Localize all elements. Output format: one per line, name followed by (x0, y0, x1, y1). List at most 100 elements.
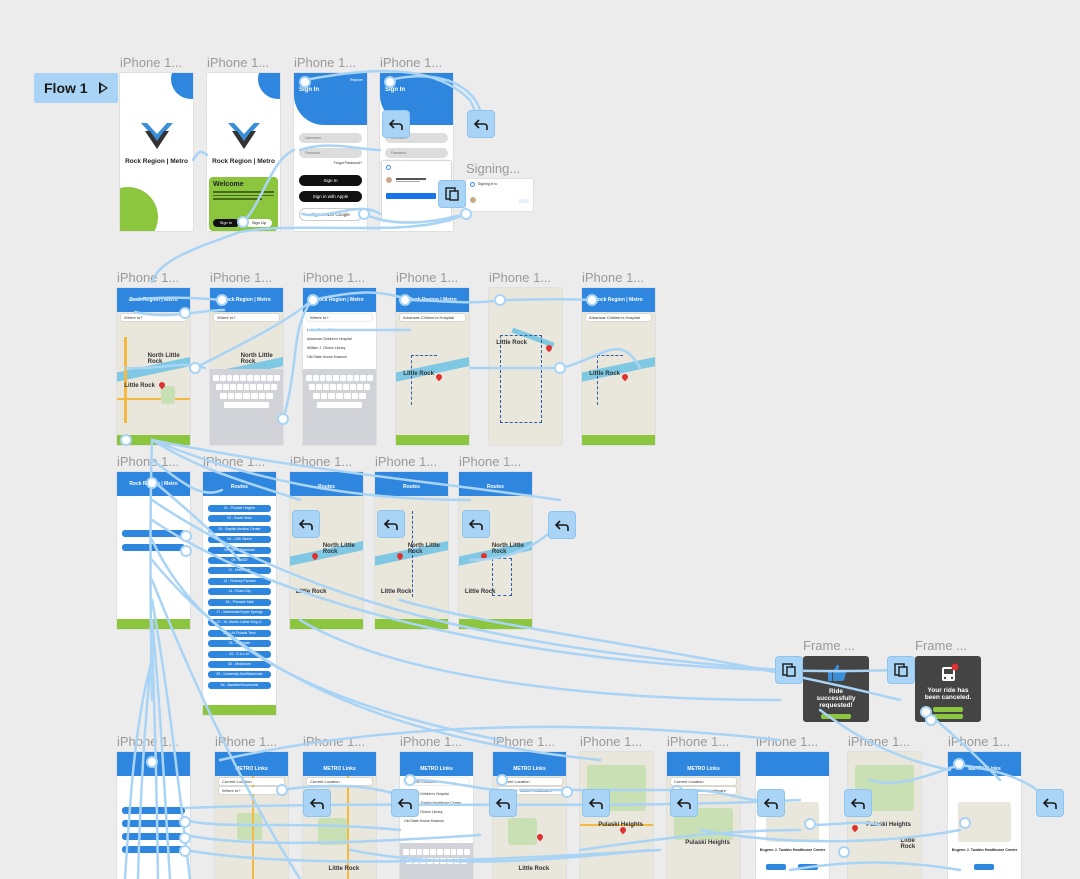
bottom-tab-bar[interactable] (375, 619, 448, 629)
destination-input[interactable]: Where to? (219, 787, 284, 794)
connection-hotspot[interactable] (399, 294, 411, 306)
frame-title[interactable]: iPhone 1... (375, 454, 438, 469)
signing-in-overlay[interactable]: Signing in to (466, 179, 533, 211)
welcome-frame[interactable]: Rock Region | Metro Welcome Sign In Sign… (207, 73, 280, 231)
route-list-item[interactable]: 16 - Pinnacle Mall (208, 598, 271, 606)
route-list-item[interactable]: 34 - C.A.L.M. (208, 650, 271, 658)
route-map-frame[interactable]: North Little Rock Little Rock Routes (290, 472, 363, 629)
connection-hotspot[interactable] (953, 758, 965, 770)
search-suggestions-frame[interactable]: Rock Region | Metro Where to? Lamar Port… (303, 288, 376, 445)
frame-title[interactable]: Frame ... (915, 638, 968, 653)
connection-hotspot[interactable] (146, 477, 158, 489)
suggestion-item[interactable]: Arkansas Children's Hospital (307, 337, 352, 341)
sign-in-button[interactable]: Sign In (213, 219, 239, 227)
map-view[interactable]: Little Rock (396, 312, 469, 435)
connection-hotspot[interactable] (358, 208, 370, 220)
suggestion-item[interactable]: Old State House Museum (307, 355, 348, 359)
route-result-frame[interactable]: Little Rock Rock Region | Metro Arkansas… (396, 288, 469, 445)
close-button[interactable] (933, 714, 963, 719)
back-action-button[interactable] (462, 510, 490, 538)
route-list-item[interactable]: 33 - Rosedale (208, 640, 271, 648)
map-view[interactable]: Little Rock (489, 288, 562, 445)
back-action-button[interactable] (548, 511, 576, 539)
connection-hotspot[interactable] (460, 208, 472, 220)
keyboard[interactable] (303, 369, 376, 435)
menu-button[interactable] (122, 544, 185, 551)
back-action-button[interactable] (757, 789, 785, 817)
map-view[interactable]: Little Rock (582, 312, 655, 435)
connection-hotspot[interactable] (180, 530, 192, 542)
connection-hotspot[interactable] (189, 362, 201, 374)
connection-hotspot[interactable] (277, 413, 289, 425)
frame-title[interactable]: iPhone 1... (582, 270, 645, 285)
connection-hotspot[interactable] (554, 362, 566, 374)
frame-title[interactable]: iPhone 1... (117, 270, 180, 285)
route-list-item[interactable]: 53 - University Ave/Mabelvale (208, 671, 271, 679)
search-input[interactable]: Arkansas Children's Hospital (586, 314, 651, 321)
route-list-item[interactable]: 52 - McAlmont (208, 661, 271, 668)
frame-title[interactable]: iPhone 1... (203, 454, 266, 469)
route-zoom-frame[interactable]: Little Rock (489, 288, 562, 445)
overlay-action-button[interactable] (775, 656, 803, 684)
connection-hotspot[interactable] (180, 545, 192, 557)
search-input[interactable]: Arkansas Children's Hospital (400, 314, 465, 321)
frame-title[interactable]: iPhone 1... (493, 734, 556, 749)
connection-hotspot[interactable] (146, 756, 158, 768)
frame-title[interactable]: iPhone 1... (380, 55, 443, 70)
bottom-tab-bar[interactable] (203, 705, 276, 715)
search-input[interactable]: Where to? (307, 314, 372, 321)
connection-hotspot[interactable] (561, 786, 573, 798)
book-another-button[interactable] (933, 707, 963, 712)
keyboard[interactable] (210, 369, 283, 435)
menu-button[interactable] (122, 833, 185, 840)
connection-hotspot[interactable] (237, 216, 249, 228)
menu-button[interactable] (122, 846, 185, 853)
back-action-button[interactable] (670, 789, 698, 817)
suggestion-list[interactable]: Lamar Porter Field Arkansas Children's H… (307, 326, 352, 362)
menu-button[interactable] (122, 820, 185, 827)
frame-title[interactable]: Signing... (466, 161, 521, 176)
back-action-button[interactable] (303, 789, 331, 817)
location-pin-icon[interactable] (850, 823, 859, 833)
bottom-tab-bar[interactable] (582, 435, 655, 445)
suggestion-item[interactable]: Lamar Porter Field (307, 328, 336, 332)
frame-title[interactable]: iPhone 1... (667, 734, 730, 749)
back-action-button[interactable] (382, 110, 410, 138)
frame-title[interactable]: iPhone 1... (207, 55, 270, 70)
connection-hotspot[interactable] (804, 818, 816, 830)
route-list-item[interactable]: 01 - Pulaski Heights (208, 505, 271, 512)
request-ride-button[interactable] (766, 864, 786, 870)
search-keyboard-frame[interactable]: North Little Rock Little Rock Rock Regio… (210, 288, 283, 445)
connection-hotspot[interactable] (925, 714, 937, 726)
password-field[interactable]: Password (299, 148, 362, 158)
ride-requested-popup[interactable]: Ride successfully requested! (803, 656, 869, 722)
password-field[interactable]: Password (385, 148, 448, 158)
ok-button[interactable] (821, 714, 851, 719)
cancel-ride-button[interactable] (798, 864, 818, 870)
menu-frame[interactable] (117, 752, 190, 879)
menu-button[interactable] (122, 530, 185, 537)
back-action-button[interactable] (467, 110, 495, 138)
connection-hotspot[interactable] (586, 294, 598, 306)
frame-title[interactable]: iPhone 1... (489, 270, 552, 285)
sign-in-apple-button[interactable]: Sign in with Apple (299, 191, 362, 202)
route-list-item[interactable]: 13 - Rodney Parham (208, 577, 271, 585)
route-list-item[interactable]: 08 - 1-630 (208, 557, 271, 564)
frame-title[interactable]: iPhone 1... (215, 734, 278, 749)
keyboard[interactable] (400, 843, 473, 879)
route-map-frame[interactable]: North Little Rock Little Rock Routes (375, 472, 448, 629)
cancel-button[interactable] (519, 199, 529, 203)
metro-links-map-frame[interactable]: METRO Links Current Location Where to? (215, 752, 288, 879)
frame-title[interactable]: iPhone 1... (848, 734, 911, 749)
back-action-button[interactable] (292, 510, 320, 538)
sign-up-button[interactable]: Sign Up (246, 219, 272, 227)
route-list-item[interactable]: 02 - South Main (208, 515, 271, 523)
username-field[interactable]: Username (299, 133, 362, 143)
frame-title[interactable]: Frame ... (803, 638, 856, 653)
menu-button[interactable] (122, 807, 185, 814)
location-input[interactable]: Current Location (307, 778, 372, 785)
connection-hotspot[interactable] (307, 294, 319, 306)
connection-hotspot[interactable] (179, 845, 191, 857)
